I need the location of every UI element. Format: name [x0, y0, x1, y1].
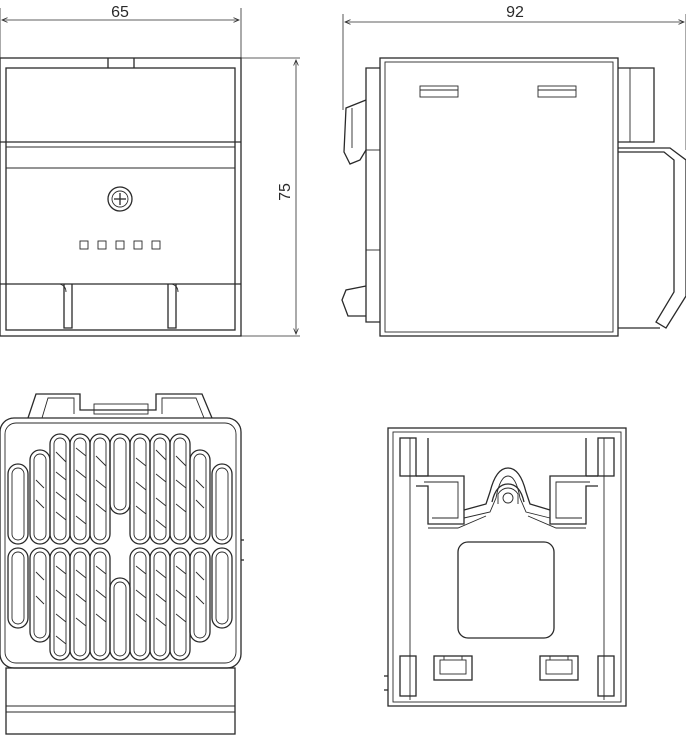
dimension-label-92: 92: [506, 4, 524, 21]
vent-slot: [419, 85, 459, 98]
dimension-depth-92: 92: [342, 4, 686, 150]
indicator-leds: [79, 240, 161, 250]
rear-view: [384, 427, 627, 707]
grille-slots-upper: [7, 433, 233, 545]
center-clip-icon: [491, 483, 525, 504]
screw-icon: [107, 186, 133, 212]
dimension-label-75: 75: [277, 183, 294, 201]
rear-window: [457, 541, 555, 639]
side-view: [341, 57, 686, 337]
dimension-height-75: 75: [241, 57, 300, 337]
dimension-width-65: 65: [0, 4, 242, 58]
front-view: [0, 57, 242, 337]
fan-blades: [35, 447, 205, 645]
vent-slot: [537, 85, 577, 98]
dimension-label-65: 65: [111, 4, 129, 21]
bottom-grille-view: [0, 393, 244, 735]
grille-slots-lower: [7, 547, 233, 661]
